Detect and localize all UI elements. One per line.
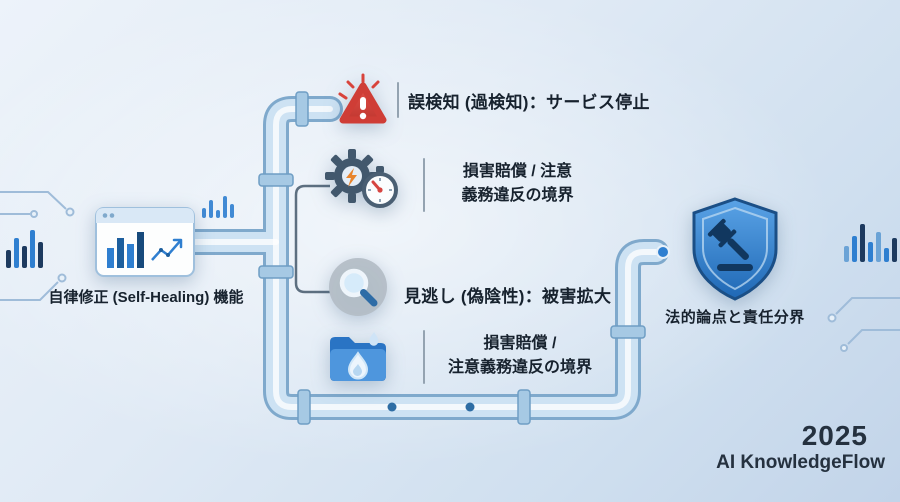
false-positive-label: 誤検知 (過検知)：サービス停止 — [408, 93, 650, 112]
divider — [423, 330, 425, 384]
monitor-chart-icon — [94, 202, 200, 287]
divider — [397, 82, 399, 118]
footer-brand: AI KnowledgeFlow — [716, 452, 885, 473]
divider — [423, 158, 425, 212]
warning-triangle-icon — [333, 72, 393, 133]
liability-upper-label: 損害賠償 / 注意 義務違反の境界 — [461, 163, 574, 204]
false-negative-label: 見逃し (偽陰性)：被害拡大 — [404, 287, 612, 306]
shield-gavel-icon — [688, 196, 782, 307]
legal-issues-label: 法的論点と責任分界 — [665, 309, 805, 326]
gear-stopwatch-icon — [324, 146, 404, 221]
folder-waterdrop-icon — [326, 326, 390, 395]
magnifier-icon — [327, 256, 389, 323]
footer-year: 2025 — [801, 420, 868, 451]
self-healing-label: 自律修正 (Self-Healing) 機能 — [48, 289, 244, 306]
liability-lower-label: 損害賠償 / 注意義務違反の境界 — [447, 335, 592, 376]
